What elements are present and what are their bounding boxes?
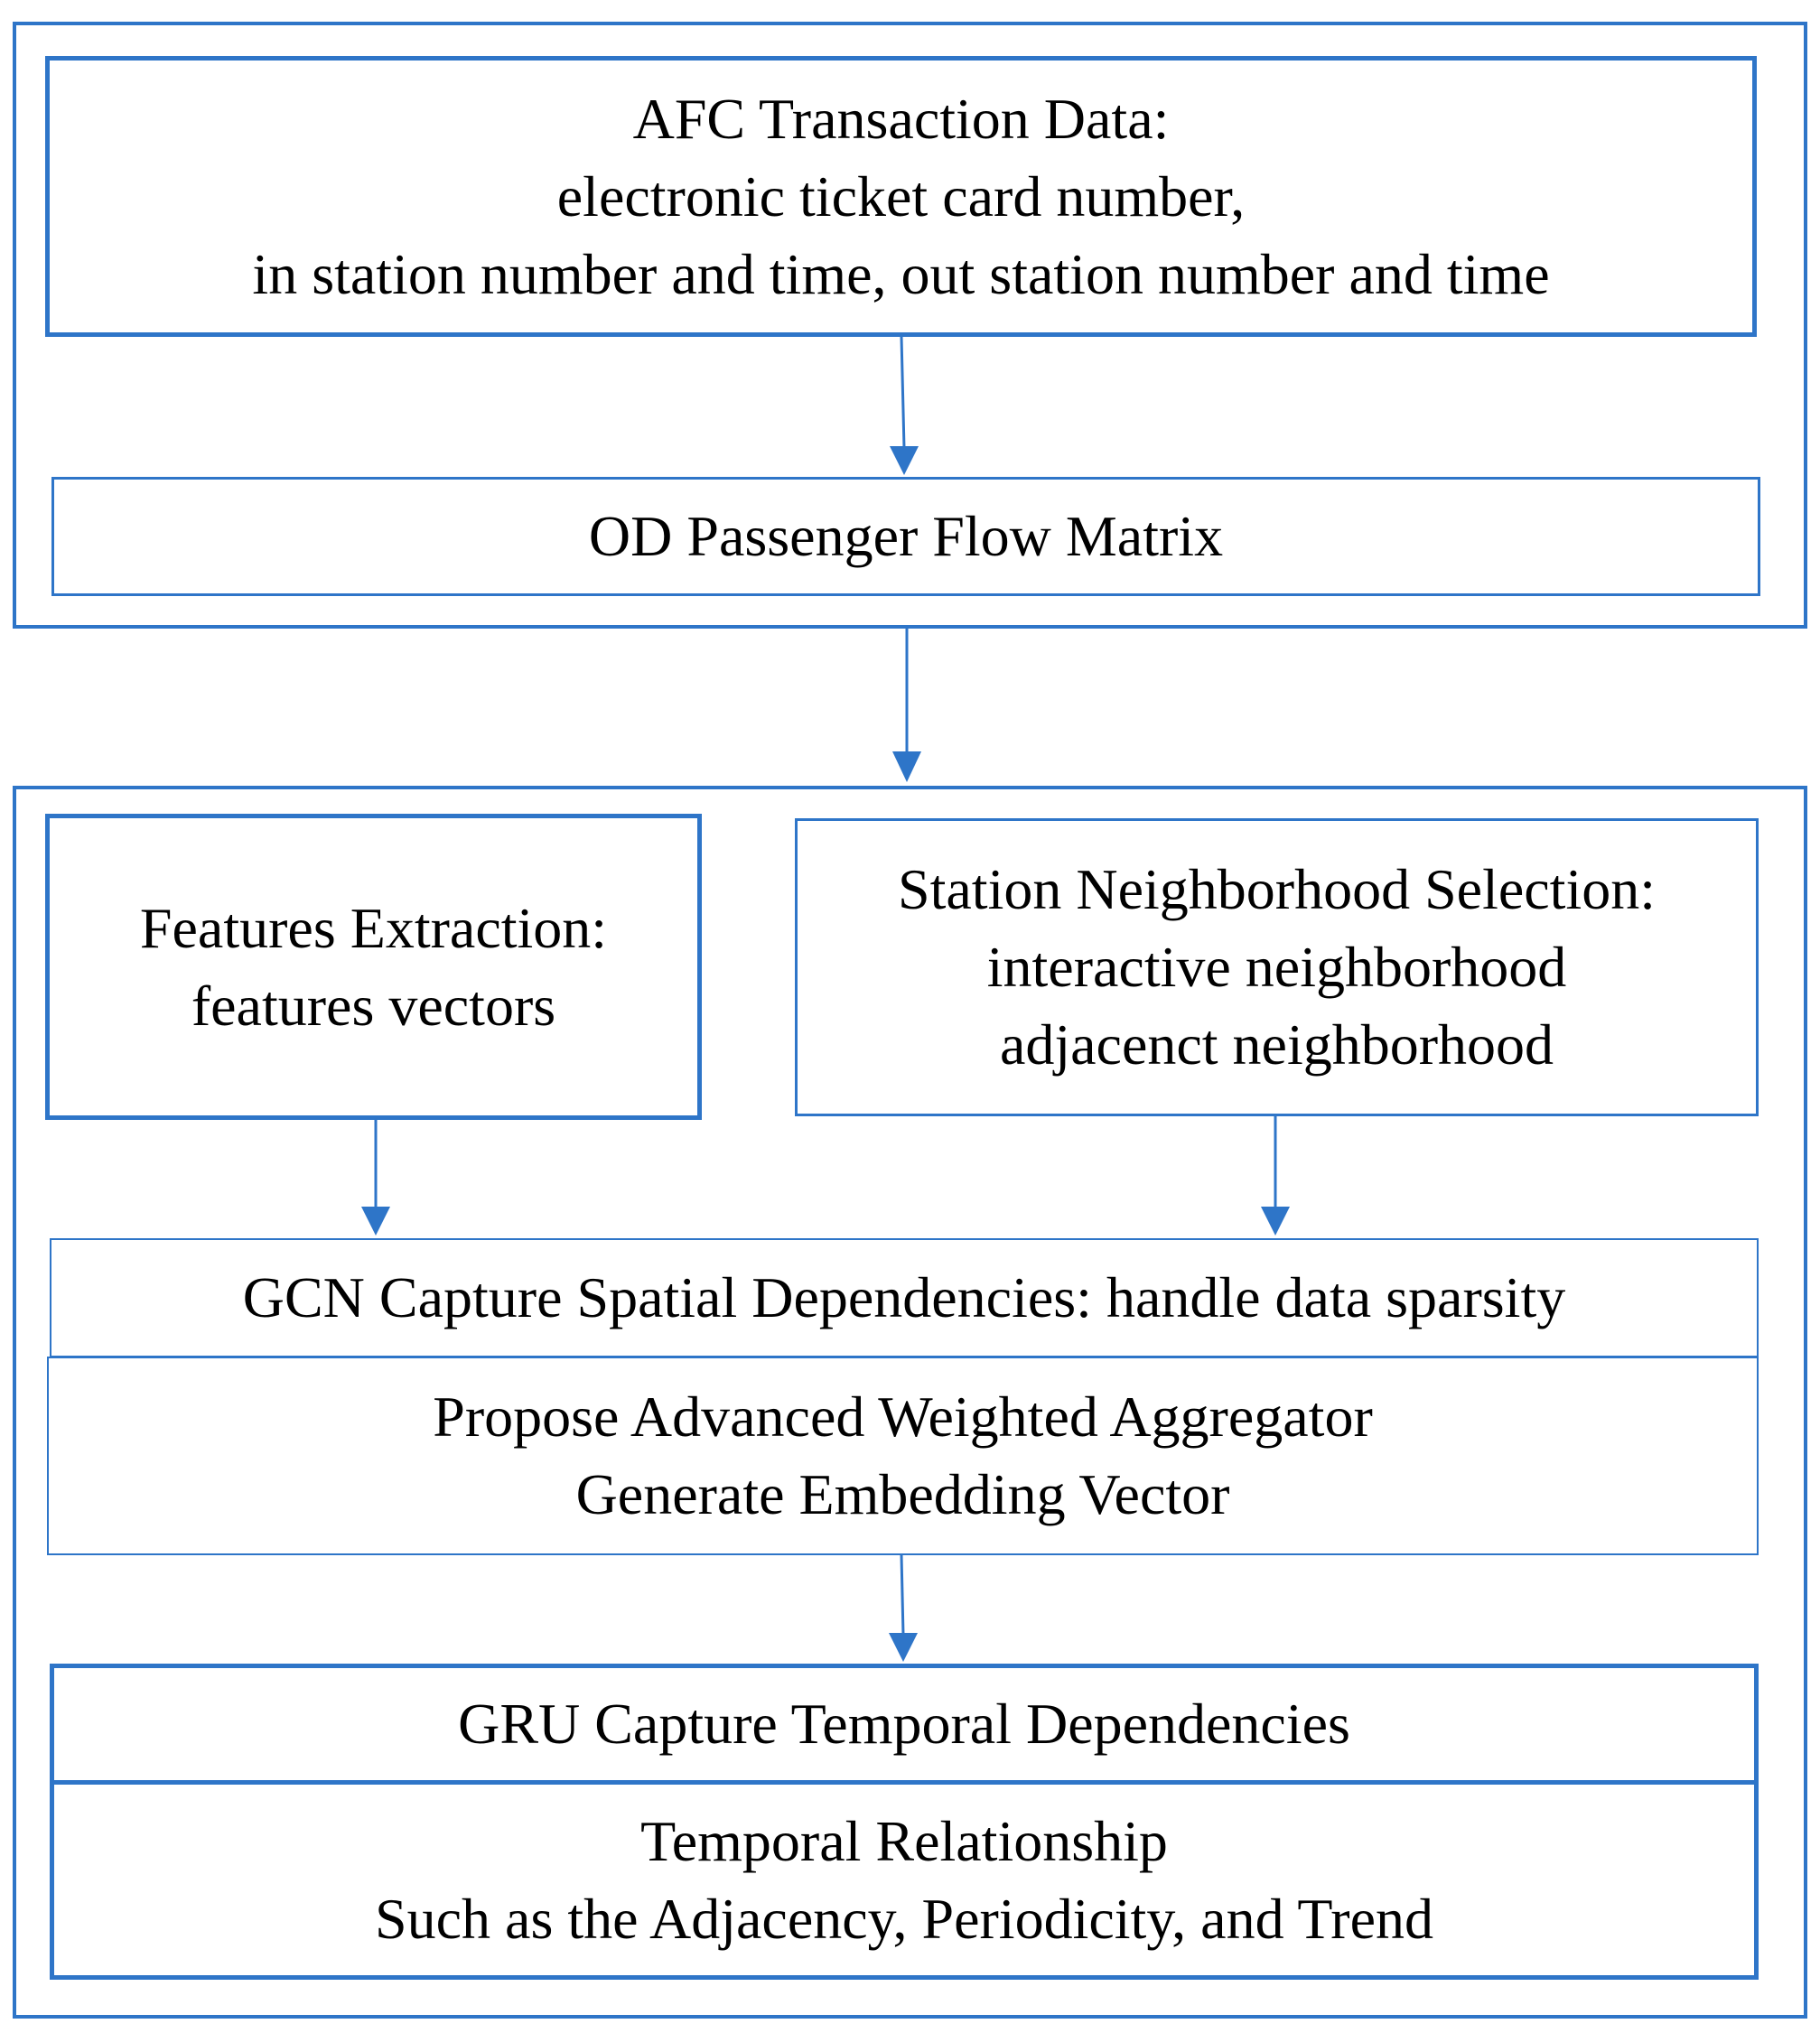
aggregator-line-propose: Propose Advanced Weighted Aggregator: [433, 1385, 1373, 1449]
gcn-spatial-dependencies-box: GCN Capture Spatial Dependencies: handle…: [50, 1238, 1759, 1357]
afc-title: AFC Transaction Data:: [632, 86, 1170, 151]
gru-temporal-dependencies-box: GRU Capture Temporal Dependencies: [50, 1664, 1759, 1785]
arrow-aggregator-to-gru: [900, 1554, 905, 1636]
neighborhood-title: Station Neighborhood Selection:: [898, 857, 1656, 921]
od-label: OD Passenger Flow Matrix: [588, 504, 1224, 568]
afc-line-card-number: electronic ticket card number,: [556, 163, 1246, 228]
gru-label: GRU Capture Temporal Dependencies: [458, 1692, 1350, 1756]
gcn-label: GCN Capture Spatial Dependencies: handle…: [242, 1265, 1566, 1329]
arrow-neighborhood-to-gcn-head: [1261, 1207, 1290, 1236]
afc-transaction-data-box: AFC Transaction Data: electronic ticket …: [45, 56, 1757, 337]
od-passenger-flow-matrix-box: OD Passenger Flow Matrix: [51, 477, 1760, 596]
features-line-vectors: features vectors: [191, 973, 556, 1038]
weighted-aggregator-box: Propose Advanced Weighted Aggregator Gen…: [47, 1357, 1759, 1555]
arrow-aggregator-to-gru-head: [889, 1633, 918, 1662]
aggregator-line-embedding: Generate Embedding Vector: [575, 1462, 1230, 1526]
neighborhood-line-interactive: interactive neighborhood: [986, 935, 1567, 999]
arrow-od-to-model-head: [892, 751, 921, 782]
arrow-afc-to-od: [900, 336, 906, 449]
features-title: Features Extraction:: [139, 895, 608, 960]
features-extraction-box: Features Extraction: features vectors: [45, 814, 702, 1120]
arrow-features-to-gcn-head: [361, 1207, 390, 1236]
station-neighborhood-selection-box: Station Neighborhood Selection: interact…: [795, 818, 1759, 1116]
temporal-line-title: Temporal Relationship: [640, 1808, 1168, 1873]
afc-line-station-time: in station number and time, out station …: [252, 241, 1550, 306]
temporal-relationship-box: Temporal Relationship Such as the Adjace…: [50, 1780, 1759, 1980]
data-processing-group: [13, 22, 1807, 629]
model-group: [13, 786, 1807, 2019]
neighborhood-line-adjacent: adjacenct neighborhood: [999, 1012, 1554, 1077]
arrow-afc-to-od-head: [890, 446, 919, 475]
temporal-line-examples: Such as the Adjacency, Periodicity, and …: [375, 1886, 1433, 1951]
